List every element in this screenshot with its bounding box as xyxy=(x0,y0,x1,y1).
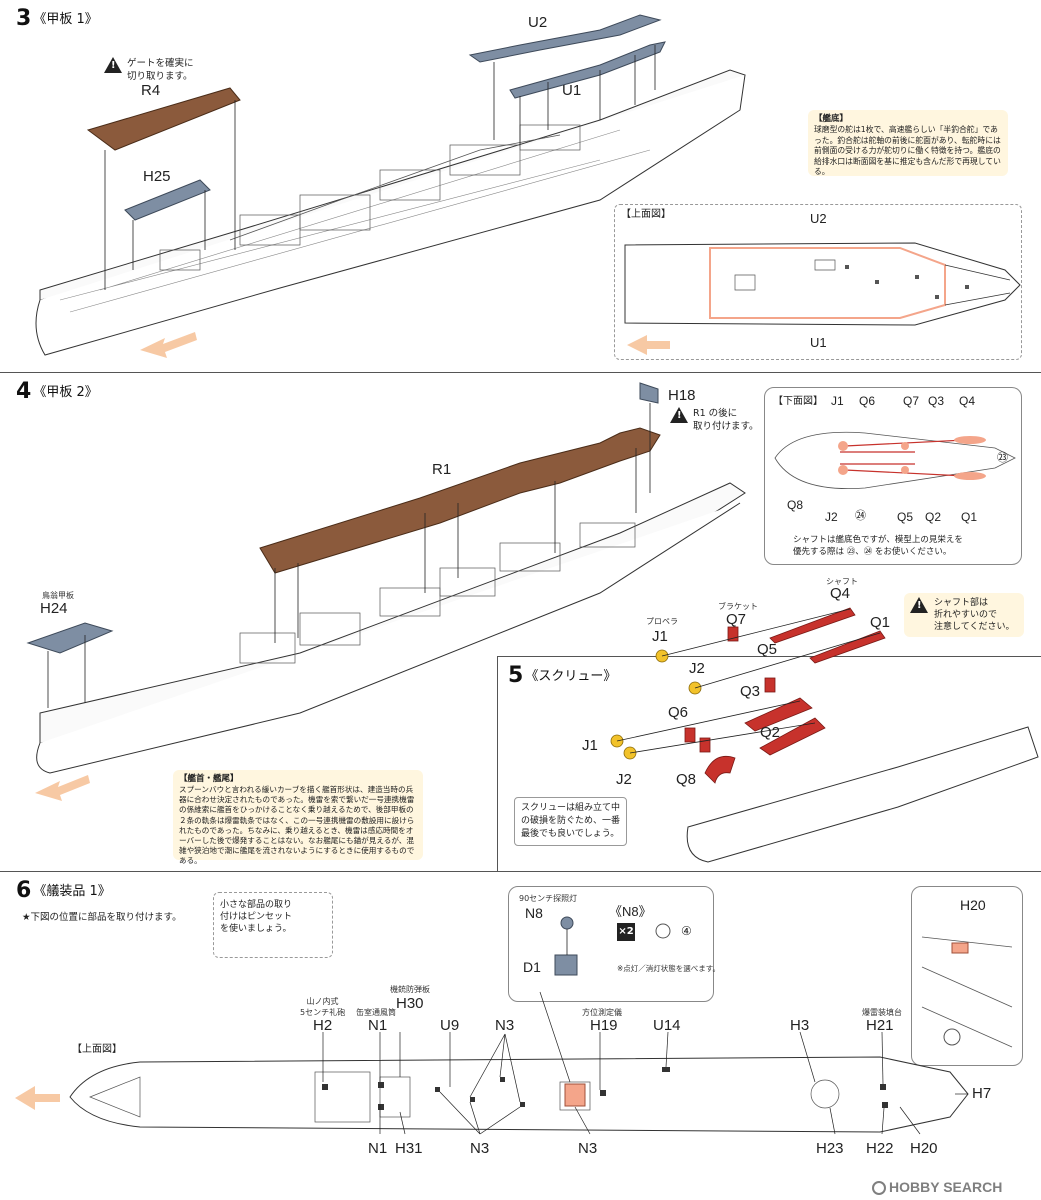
h20-detail-drawing xyxy=(921,936,1013,1048)
step-4-title: 4《甲板 2》 xyxy=(16,379,98,404)
divider xyxy=(0,372,1041,373)
step-4-panel: 4《甲板 2》 R1 H18 R1 の後に 取り付けます。 鳥翁甲板 H24 【 xyxy=(0,373,1041,871)
shaft-caption: シャフト xyxy=(826,577,858,586)
step-5-panel: 5《スクリュー》 スクリューは組み立て中 の破損を防ぐため、一番 最後でも良いで… xyxy=(497,656,1041,871)
h18-warning: R1 の後に 取り付けます。 xyxy=(670,407,759,433)
hobby-search-watermark: HOBBY SEARCH xyxy=(872,1179,1002,1195)
label-h18: H18 xyxy=(668,387,696,404)
warning-icon xyxy=(104,57,122,73)
shaft-warning: シャフト部は 折れやすいので 注意してください。 xyxy=(904,593,1024,637)
warning-icon xyxy=(910,597,928,613)
step-3-panel: 3《甲板 1》 U2 U1 R4 H25 xyxy=(0,0,1041,372)
step-3-drawing xyxy=(35,14,746,358)
screw-parts xyxy=(610,607,886,784)
searchlight-drawing xyxy=(554,916,671,976)
tweezer-tip-box: 小さな部品の取り 付けはピンセット を使いましょう。 xyxy=(213,892,333,958)
bow-stern-note: 【艦首・艦尾】 スプーンバウと言われる緩いカーブを描く艦首形状は、建造当時の兵器… xyxy=(173,770,423,865)
bracket-caption: ブラケット xyxy=(718,602,758,611)
h18-part xyxy=(639,382,659,404)
step-3-top-view: 【上面図】 U2 U1 xyxy=(614,204,1022,360)
h25-part xyxy=(124,179,211,221)
step-5-title: 5《スクリュー》 xyxy=(508,663,617,688)
searchlight-box: 90センチ探照灯 N8 D1 《N8》 ×2 ④ ※点灯／消灯状態を選べます。 xyxy=(508,886,720,1002)
label-u2: U2 xyxy=(528,14,548,31)
bottom-view-box: 【下面図】 J1 Q6 Q7 Q3 Q4 Q8 J2 Q5 Q2 Q1 ㉓ ㉔ … xyxy=(764,387,1022,565)
gate-warning: ゲートを確実に 切り取ります。 xyxy=(104,57,194,83)
breakage-tip: スクリューは組み立て中 の破損を防ぐため、一番 最後でも良いでしょう。 xyxy=(514,797,628,846)
h24-part xyxy=(26,622,114,654)
propeller-caption: プロペラ xyxy=(646,617,678,626)
x2-badge: ×2 xyxy=(617,923,635,941)
shaft-note: シャフトは艦底色ですが、模型上の見栄えを 優先する際は ㉓、㉔ をお使いください… xyxy=(793,535,963,557)
step-6-title: 6《艤装品 1》 xyxy=(16,878,111,903)
step-6-panel: 6《艤装品 1》 ★下図の位置に部品を取り付けます。 小さな部品の取り 付けはピ… xyxy=(0,872,1041,1200)
label-h25: H25 xyxy=(143,168,171,185)
direction-arrow xyxy=(140,332,197,358)
label-u1: U1 xyxy=(562,82,582,99)
hobby-search-logo-icon xyxy=(872,1181,886,1195)
label-r4: R4 xyxy=(141,82,161,99)
step-6-top-view-drawing xyxy=(15,991,969,1135)
step-6-subtitle: ★下図の位置に部品を取り付けます。 xyxy=(22,912,182,923)
h24-caption: 鳥翁甲板 xyxy=(42,591,74,600)
u1-part xyxy=(509,41,666,99)
step-4-drawing xyxy=(26,382,746,801)
h20-detail-box: H20 xyxy=(911,886,1023,1066)
warning-icon xyxy=(670,407,688,423)
hull-bottom-note: 【艦底】 球磨型の舵は1枚で、高速艦らしい「半釣合舵」であった。釣合舵は舵軸の前… xyxy=(808,110,1008,176)
step-5-drawing xyxy=(686,726,1039,863)
bottom-view-drawing xyxy=(774,431,1016,489)
top-view-drawing xyxy=(624,242,1021,355)
r1-deck-part xyxy=(259,427,661,574)
u2-part xyxy=(468,14,662,63)
step-3-title: 3《甲板 1》 xyxy=(16,6,98,31)
r4-deck-part xyxy=(86,87,241,151)
label-h24: H24 xyxy=(40,600,68,617)
divider xyxy=(0,871,1041,872)
label-r1: R1 xyxy=(432,461,452,478)
